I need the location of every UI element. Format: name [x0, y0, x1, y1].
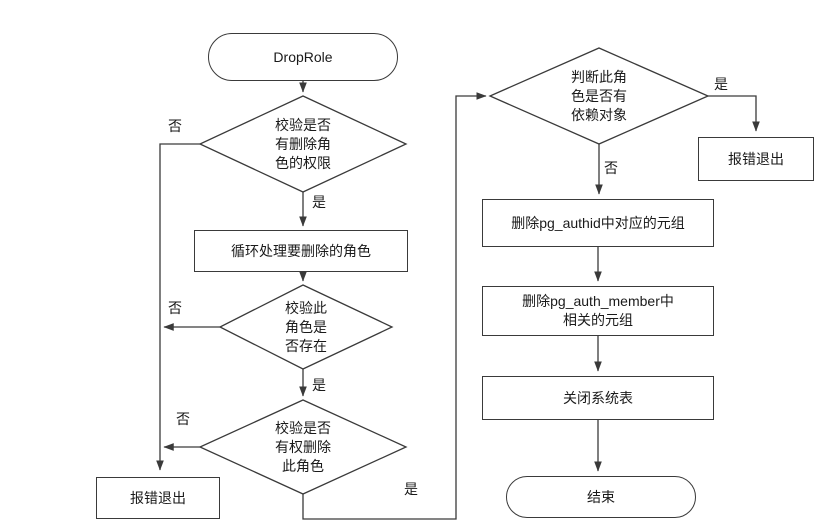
edge-label-dec1-no: 否 — [168, 118, 182, 134]
node-start-label: DropRole — [273, 48, 333, 65]
edge-dec4-yes — [708, 95, 760, 132]
node-end-label: 结束 — [587, 488, 615, 505]
node-process-delete-pg-authid[interactable]: 删除pg_authid中对应的元组 — [482, 199, 714, 247]
node-error-exit-right[interactable]: 报错退出 — [698, 137, 814, 181]
edge-label-dec4-no: 否 — [604, 160, 618, 176]
node-process-loop-roles-label: 循环处理要删除的角色 — [231, 242, 371, 259]
edge-label-dec2-yes: 是 — [312, 377, 326, 393]
node-start[interactable]: DropRole — [208, 33, 398, 81]
edge-label-dec2-no: 否 — [168, 300, 182, 316]
node-error-exit-left[interactable]: 报错退出 — [96, 477, 220, 519]
diamond-dec3 — [198, 399, 408, 495]
node-error-exit-left-label: 报错退出 — [130, 489, 186, 506]
node-decision-has-dependent-objects[interactable]: 判断此角 色是否有 依赖对象 — [490, 48, 708, 144]
diamond-dec2 — [218, 284, 394, 370]
edge-label-dec1-yes: 是 — [312, 194, 326, 210]
node-decision-check-drop-permission-label: 校验是否 有删除角 色的权限 — [275, 116, 331, 171]
node-decision-has-right-to-drop-label: 校验是否 有权删除 此角色 — [275, 419, 331, 474]
node-decision-has-right-to-drop[interactable]: 校验是否 有权删除 此角色 — [200, 400, 406, 494]
node-error-exit-right-label: 报错退出 — [728, 150, 784, 167]
node-decision-check-drop-permission[interactable]: 校验是否 有删除角 色的权限 — [200, 96, 406, 192]
node-process-delete-pg-auth-member-label: 删除pg_auth_member中 相关的元组 — [522, 293, 674, 328]
edge-label-dec3-no: 否 — [176, 411, 190, 427]
node-decision-has-dependent-objects-label: 判断此角 色是否有 依赖对象 — [571, 68, 627, 123]
node-decision-role-exists-label: 校验此 角色是 否存在 — [285, 299, 327, 354]
node-end[interactable]: 结束 — [506, 476, 696, 518]
node-process-delete-pg-authid-label: 删除pg_authid中对应的元组 — [511, 214, 685, 231]
node-process-close-system-table-label: 关闭系统表 — [563, 389, 633, 406]
node-process-loop-roles[interactable]: 循环处理要删除的角色 — [194, 230, 408, 272]
diamond-dec4 — [488, 47, 710, 145]
edge-label-dec3-yes: 是 — [404, 481, 418, 497]
node-process-close-system-table[interactable]: 关闭系统表 — [482, 376, 714, 420]
edge-label-dec4-yes: 是 — [714, 76, 728, 92]
node-process-delete-pg-auth-member[interactable]: 删除pg_auth_member中 相关的元组 — [482, 286, 714, 336]
edge-dec3-yes — [302, 92, 487, 520]
node-decision-role-exists[interactable]: 校验此 角色是 否存在 — [220, 285, 392, 369]
diamond-dec1 — [198, 95, 408, 193]
edge-dec1-no — [156, 143, 200, 471]
